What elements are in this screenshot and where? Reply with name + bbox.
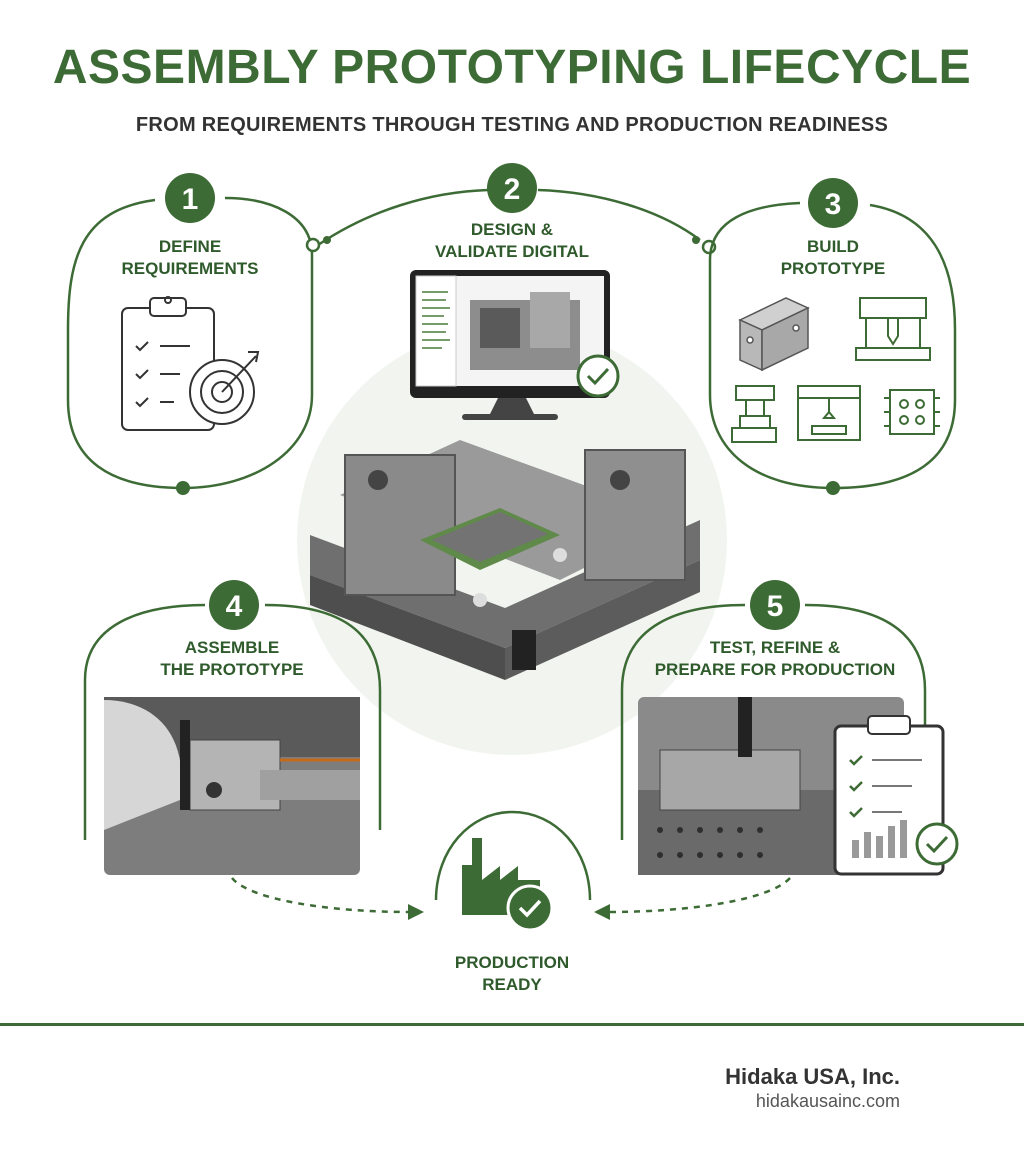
3d-printer-icon (797, 385, 861, 441)
monitor-cad-icon (410, 270, 620, 420)
svg-text:3: 3 (825, 188, 842, 221)
assembly-photo (104, 697, 360, 875)
step5-label: TEST, REFINE & PREPARE FOR PRODUCTION (654, 638, 896, 679)
company-url: hidakausainc.com (755, 1091, 900, 1111)
company-name: Hidaka USA, Inc. (725, 1064, 900, 1089)
clipboard-target-icon (121, 296, 260, 431)
step5-frame-right (804, 603, 927, 830)
connector-2-3 (537, 188, 701, 242)
step2-label: DESIGN & VALIDATE DIGITAL (435, 220, 589, 261)
sheet-metal-bracket-icon (738, 297, 810, 372)
molding-press-icon (731, 385, 777, 443)
page-title: ASSEMBLY PROTOTYPING LIFECYCLE (52, 41, 972, 94)
step4-label: ASSEMBLE THE PROTOTYPE (160, 638, 304, 679)
factory-check-icon (462, 838, 554, 932)
connector-1-2 (317, 188, 489, 247)
circuit-board-icon (884, 389, 940, 435)
step-badge-5: 5 (750, 580, 800, 630)
arrow-5-to-production (607, 877, 791, 914)
svg-text:1: 1 (182, 183, 199, 216)
arrow-4-to-production (231, 877, 411, 914)
svg-text:2: 2 (504, 173, 521, 206)
cnc-machine-icon (855, 297, 931, 361)
svg-text:5: 5 (767, 590, 784, 623)
production-frame (434, 810, 592, 901)
step1-label: DEFINE REQUIREMENTS (121, 237, 259, 278)
step-badge-1: 1 (165, 173, 215, 223)
node-1-2 (305, 237, 321, 253)
step3-label: BUILD PROTOTYPE (780, 237, 886, 278)
svg-text:4: 4 (226, 590, 243, 623)
step-badge-4: 4 (209, 580, 259, 630)
checklist-chart-icon (833, 715, 959, 876)
central-assembly-image (310, 440, 700, 680)
step4-frame-right (264, 603, 382, 830)
page-subtitle: FROM REQUIREMENTS THROUGH TESTING AND PR… (135, 114, 889, 136)
step5-frame-left (620, 603, 746, 840)
step1-frame (66, 196, 314, 490)
step4-frame-left (83, 603, 206, 840)
production-ready-label: PRODUCTION READY (454, 953, 570, 994)
step-badge-3: 3 (808, 178, 858, 228)
footer-divider (0, 1023, 1024, 1026)
step-badge-2: 2 (487, 163, 537, 213)
